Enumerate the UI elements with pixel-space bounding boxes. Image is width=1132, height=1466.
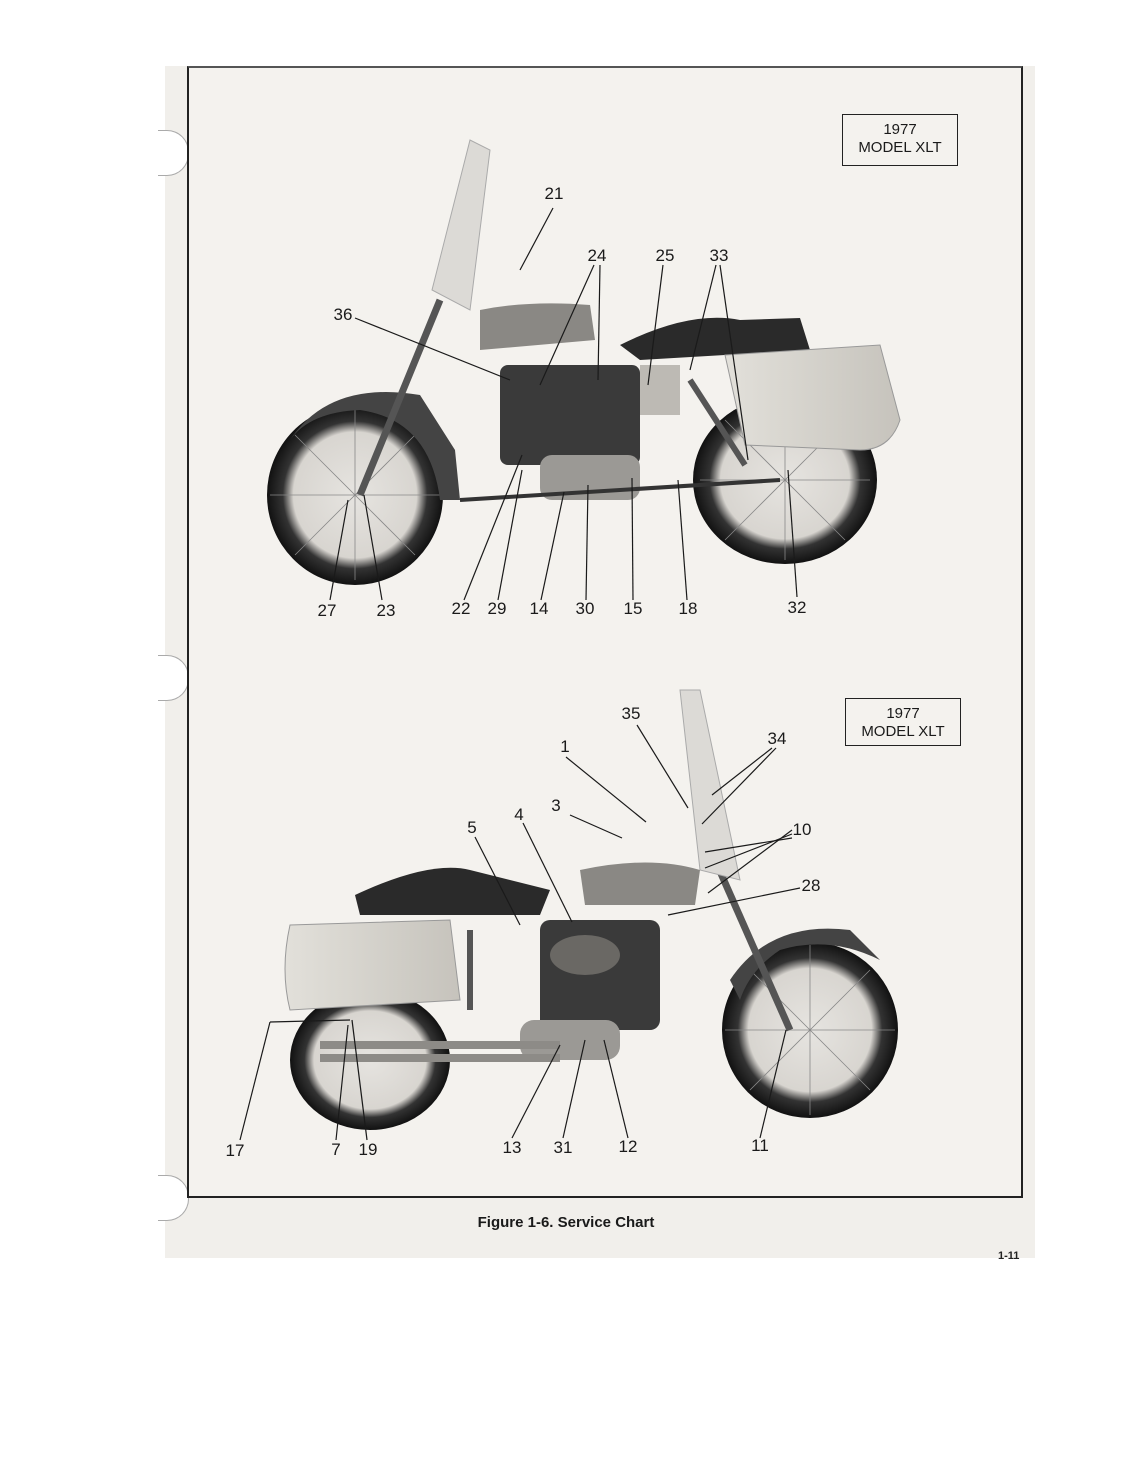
engine <box>540 920 660 1030</box>
engine <box>500 365 640 465</box>
callout-number: 3 <box>551 796 561 815</box>
callout-number: 32 <box>787 598 807 617</box>
callout-number: 22 <box>451 599 471 618</box>
figure-caption: Figure 1-6. Service Chart <box>477 1214 655 1231</box>
callout-number: 34 <box>767 729 787 748</box>
front-fender <box>730 928 880 1000</box>
callout-number: 13 <box>502 1138 522 1157</box>
bottom-leader-lines <box>239 724 801 1141</box>
callout-number: 11 <box>751 1136 769 1155</box>
callout-number: 4 <box>514 805 524 824</box>
top-model-year: 1977 <box>883 121 917 138</box>
callout-number: 31 <box>553 1138 573 1157</box>
callout-number: 15 <box>623 599 643 618</box>
callout-number: 5 <box>467 818 477 837</box>
air-cleaner <box>550 935 620 975</box>
callout-number: 27 <box>317 601 337 620</box>
front-fender <box>290 392 460 500</box>
saddlebag <box>724 344 901 451</box>
fuel-tank <box>580 862 700 905</box>
top-model-label: 1977 MODEL XLT <box>842 114 958 166</box>
callout-number: 28 <box>801 876 821 895</box>
bottom-motorcycle <box>284 689 898 1130</box>
callout-number: 19 <box>358 1140 378 1159</box>
saddlebag <box>284 919 461 1011</box>
windshield <box>679 689 741 881</box>
callout-number: 23 <box>376 601 396 620</box>
battery-cover <box>640 365 680 415</box>
callout-number: 36 <box>333 305 353 324</box>
top-motorcycle <box>267 139 901 585</box>
fuel-tank <box>480 303 595 350</box>
bottom-model-year: 1977 <box>886 705 920 722</box>
swingarm <box>459 478 781 502</box>
callout-number: 12 <box>618 1137 638 1156</box>
seat <box>620 317 810 360</box>
bottom-model-name: MODEL XLT <box>861 723 945 740</box>
callout-number: 24 <box>587 246 607 265</box>
crankcase-cover <box>520 1020 620 1060</box>
windshield <box>431 139 491 311</box>
callout-number: 17 <box>225 1141 245 1160</box>
top-model-name: MODEL XLT <box>858 139 942 156</box>
callout-number: 18 <box>678 599 698 618</box>
callout-number: 29 <box>487 599 507 618</box>
shock-absorber <box>687 378 748 467</box>
top-leader-lines <box>329 207 798 601</box>
callout-number: 25 <box>655 246 675 265</box>
front-fork <box>711 858 794 1032</box>
callout-number: 7 <box>331 1140 341 1159</box>
bottom-model-label: 1977 MODEL XLT <box>845 698 961 746</box>
seat <box>355 867 550 915</box>
callout-number: 1 <box>560 737 570 756</box>
callout-number: 33 <box>709 246 729 265</box>
callout-number: 14 <box>529 599 549 618</box>
callout-number: 30 <box>575 599 595 618</box>
callout-number: 35 <box>621 704 641 723</box>
page-number: 1-11 <box>998 1250 1020 1262</box>
callout-number: 10 <box>792 820 812 839</box>
front-fork <box>356 298 444 497</box>
callout-number: 21 <box>544 184 564 203</box>
